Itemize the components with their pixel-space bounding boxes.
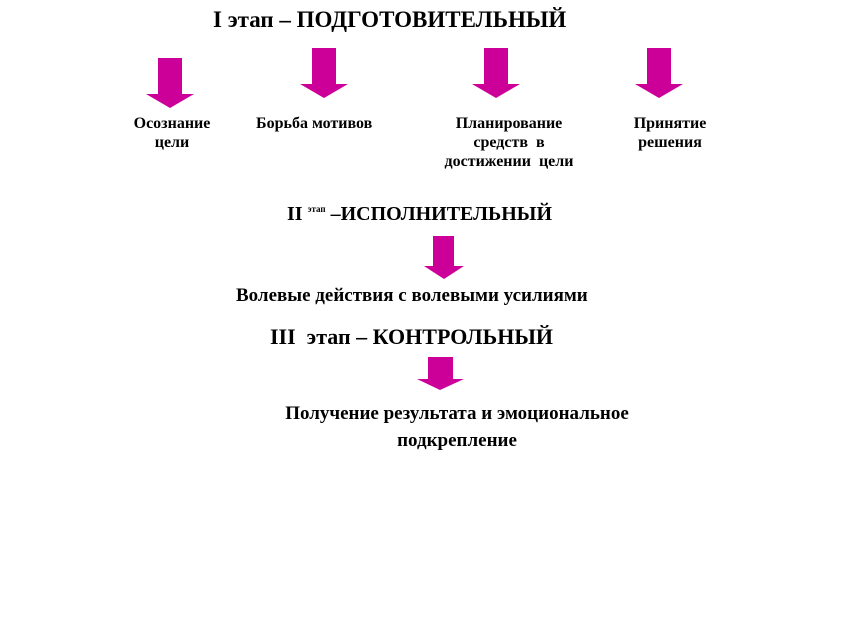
step-line: Осознание	[133, 115, 211, 132]
step-line: достижении цели	[444, 153, 574, 171]
step-line: Планирование	[455, 115, 563, 132]
step-line: цели	[154, 134, 190, 152]
step-decision: Принятие решения	[610, 114, 730, 152]
result-line: Получение результата и эмоциональное	[285, 403, 629, 424]
arrow-down-icon	[424, 236, 464, 279]
step-line: Принятие	[633, 115, 707, 132]
arrow-down-icon	[146, 58, 194, 108]
stage2-sup: этап	[307, 204, 326, 214]
step-line: средств в	[473, 134, 545, 152]
step-awareness: Осознание цели	[112, 114, 232, 152]
stage1-title: I этап – ПОДГОТОВИТЕЛЬНЫЙ	[213, 7, 567, 32]
stage3-title: III этап – КОНТРОЛЬНЫЙ	[270, 324, 554, 349]
arrow-down-icon	[635, 48, 683, 98]
step-motives: Борьба мотивов	[256, 115, 373, 132]
arrow-down-icon	[300, 48, 348, 98]
stage2-title: II этап –ИСПОЛНИТЕЛЬНЫЙ	[287, 202, 552, 226]
stage2-rest: –ИСПОЛНИТЕЛЬНЫЙ	[330, 203, 553, 225]
stage2-result: Волевые действия с волевыми усилиями	[236, 285, 588, 306]
result-line: подкрепление	[397, 430, 517, 451]
stage2-numeral: II	[287, 203, 303, 225]
stage3-result: Получение результата и эмоциональное под…	[230, 400, 684, 454]
arrow-down-icon	[472, 48, 520, 98]
step-planning: Планирование средств в достижении цели	[429, 114, 589, 172]
arrow-down-icon	[417, 357, 464, 390]
step-line: решения	[638, 134, 702, 152]
